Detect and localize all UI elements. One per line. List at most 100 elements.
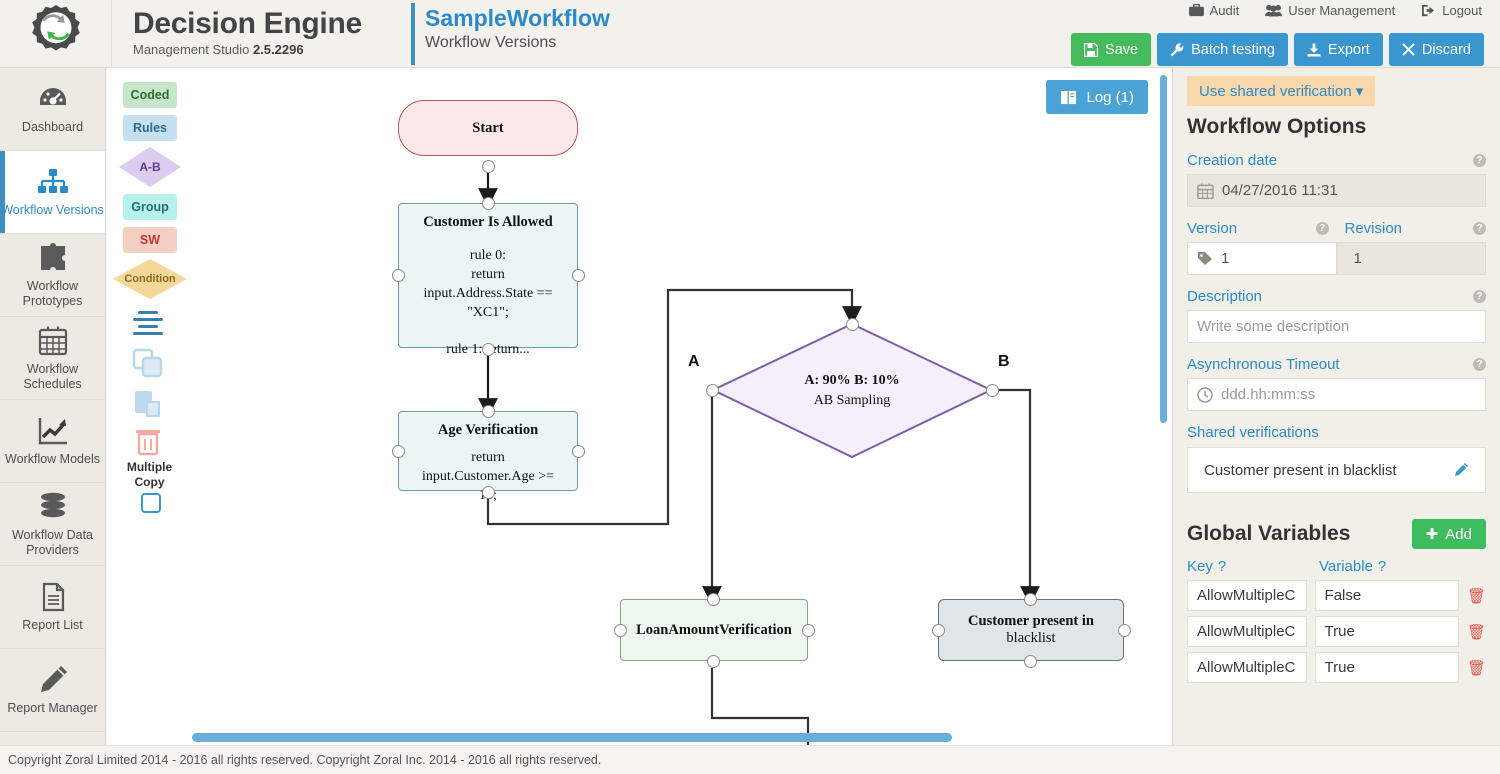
node-age-verification[interactable]: Age Verification return input.Customer.A… [398, 411, 578, 503]
sidebar-item-report-manager[interactable]: Report Manager [0, 649, 105, 732]
logout-link[interactable]: Logout [1421, 3, 1482, 18]
sidebar-item-workflow-versions[interactable]: Workflow Versions [0, 151, 105, 234]
palette-shape-condition[interactable]: Condition [113, 259, 187, 299]
multiple-copy-checkbox[interactable] [141, 493, 161, 513]
batch-testing-button[interactable]: Batch testing [1157, 33, 1288, 66]
port-loan-top[interactable] [707, 593, 720, 606]
version-input[interactable]: 1 [1187, 242, 1337, 275]
node-customer-is-allowed[interactable]: Customer Is Allowed rule 0: return input… [398, 203, 578, 357]
palette-shape-group[interactable]: Group [123, 194, 177, 220]
discard-button[interactable]: Discard [1388, 33, 1484, 66]
help-icon-revision[interactable]: ? [1473, 222, 1486, 235]
pencil-icon[interactable] [1453, 462, 1469, 478]
palette-shape-coded[interactable]: Coded [123, 82, 177, 108]
node-loan-amount-verification[interactable]: LoanAmountVerification [620, 599, 808, 661]
delete-icon[interactable] [131, 428, 165, 458]
shared-verification-item[interactable]: Customer present in blacklist [1187, 447, 1486, 493]
port-loan-bottom[interactable] [707, 655, 720, 668]
help-icon-version[interactable]: ? [1315, 222, 1329, 235]
node-ab-sampling[interactable]: A: 90% B: 10% AB Sampling [712, 323, 992, 458]
async-timeout-label-row: Asynchronous Timeout ? [1187, 356, 1486, 373]
help-icon-async-timeout[interactable]: ? [1473, 358, 1486, 371]
port-ab-right[interactable] [986, 384, 999, 397]
port-age-left[interactable] [392, 445, 405, 458]
port-start-bottom[interactable] [482, 160, 495, 173]
port-ab-left[interactable] [706, 384, 719, 397]
sidebar-item-workflow-models[interactable]: Workflow Models [0, 400, 105, 483]
ab-sampling-body: AB Sampling [813, 392, 891, 408]
variable-key-input[interactable]: AllowMultipleC [1187, 580, 1307, 611]
canvas-vertical-scrollbar[interactable] [1160, 75, 1167, 423]
palette-shape-rules[interactable]: Rules [123, 115, 177, 141]
user-management-link[interactable]: User Management [1265, 3, 1395, 18]
port-blacklist-left[interactable] [932, 624, 945, 637]
port-cia-left[interactable] [392, 269, 405, 282]
help-icon-key[interactable]: ? [1217, 558, 1227, 575]
port-age-top[interactable] [482, 405, 495, 418]
port-blacklist-top[interactable] [1024, 593, 1037, 606]
log-button[interactable]: Log (1) [1046, 80, 1148, 114]
shared-verifications-label-row: Shared verifications [1187, 424, 1486, 441]
multiple-copy-label: Multiple Copy [107, 460, 192, 490]
variable-key-input[interactable]: AllowMultipleC [1187, 616, 1307, 647]
port-blacklist-right[interactable] [1118, 624, 1131, 637]
creation-date-value: 04/27/2016 11:31 [1222, 182, 1338, 199]
col-header-key: Key [1187, 558, 1213, 575]
trash-icon[interactable]: 🗑 [1466, 623, 1486, 641]
variable-value-input[interactable]: True [1314, 616, 1459, 647]
use-shared-verification-dropdown[interactable]: Use shared verification ▾ [1187, 76, 1376, 106]
col-header-variable-wrap: Variable ? [1319, 558, 1386, 575]
palette-shape-sw[interactable]: SW [123, 227, 177, 253]
sidebar-item-workflow-schedules[interactable]: Workflow Schedules [0, 317, 105, 400]
palette-shape-ab[interactable]: A-B [119, 147, 181, 187]
node-customer-present-in-blacklist[interactable]: Customer present in blacklist [938, 599, 1124, 661]
add-variable-button[interactable]: ✚ Add [1411, 519, 1486, 549]
creation-date-input[interactable]: 04/27/2016 11:31 [1187, 174, 1486, 207]
audit-link[interactable]: Audit [1188, 3, 1240, 18]
port-ab-top[interactable] [846, 318, 859, 331]
sidebar-label-report-manager: Report Manager [7, 701, 98, 716]
branch-label-b: B [998, 353, 1010, 370]
node-start[interactable]: Start [398, 100, 578, 156]
async-timeout-input[interactable]: ddd.hh:mm:ss [1187, 378, 1486, 411]
copy-icon[interactable] [131, 348, 165, 378]
help-icon-description[interactable]: ? [1473, 290, 1486, 303]
sidebar-item-report-list[interactable]: Report List [0, 566, 105, 649]
creation-date-label: Creation date [1187, 152, 1278, 169]
sidebar-item-dashboard[interactable]: Dashboard [0, 68, 105, 151]
variable-value-input[interactable]: True [1314, 652, 1459, 683]
version-revision-row: Version ? 1 Revision ? 1 [1187, 220, 1486, 275]
description-input[interactable]: Write some description [1187, 310, 1486, 343]
port-blacklist-bottom[interactable] [1024, 655, 1037, 668]
trash-icon[interactable]: 🗑 [1466, 587, 1486, 605]
description-placeholder: Write some description [1197, 318, 1350, 335]
trash-icon[interactable]: 🗑 [1466, 659, 1486, 677]
port-cia-top[interactable] [482, 197, 495, 210]
export-button[interactable]: Export [1293, 33, 1383, 66]
port-age-bottom[interactable] [482, 486, 495, 499]
port-loan-left[interactable] [614, 624, 627, 637]
calendar-icon [1197, 182, 1214, 199]
version-label: Version [1187, 220, 1238, 237]
align-icon[interactable] [131, 308, 165, 338]
variable-value-input[interactable]: False [1314, 580, 1459, 611]
workflow-canvas[interactable]: Log (1) [192, 68, 1172, 745]
help-icon-creation-date[interactable]: ? [1473, 154, 1486, 167]
port-cia-bottom[interactable] [482, 343, 495, 356]
help-icon-variable[interactable]: ? [1377, 558, 1387, 575]
audit-label: Audit [1209, 3, 1240, 18]
shared-verifications-label: Shared verifications [1187, 424, 1319, 441]
sidebar-item-workflow-prototypes[interactable]: Workflow Prototypes [0, 234, 105, 317]
port-cia-right[interactable] [572, 269, 585, 282]
save-label: Save [1105, 41, 1139, 58]
port-age-right[interactable] [572, 445, 585, 458]
variable-key-input[interactable]: AllowMultipleC [1187, 652, 1307, 683]
revision-field: Revision ? 1 [1336, 220, 1486, 275]
port-loan-right[interactable] [802, 624, 815, 637]
gear-sync-icon [31, 4, 80, 51]
users-icon [1265, 4, 1283, 17]
canvas-horizontal-scrollbar[interactable] [192, 733, 952, 742]
sidebar-item-workflow-data-providers[interactable]: Workflow Data Providers [0, 483, 105, 566]
save-button[interactable]: Save [1071, 33, 1152, 66]
paste-icon[interactable] [131, 388, 165, 418]
